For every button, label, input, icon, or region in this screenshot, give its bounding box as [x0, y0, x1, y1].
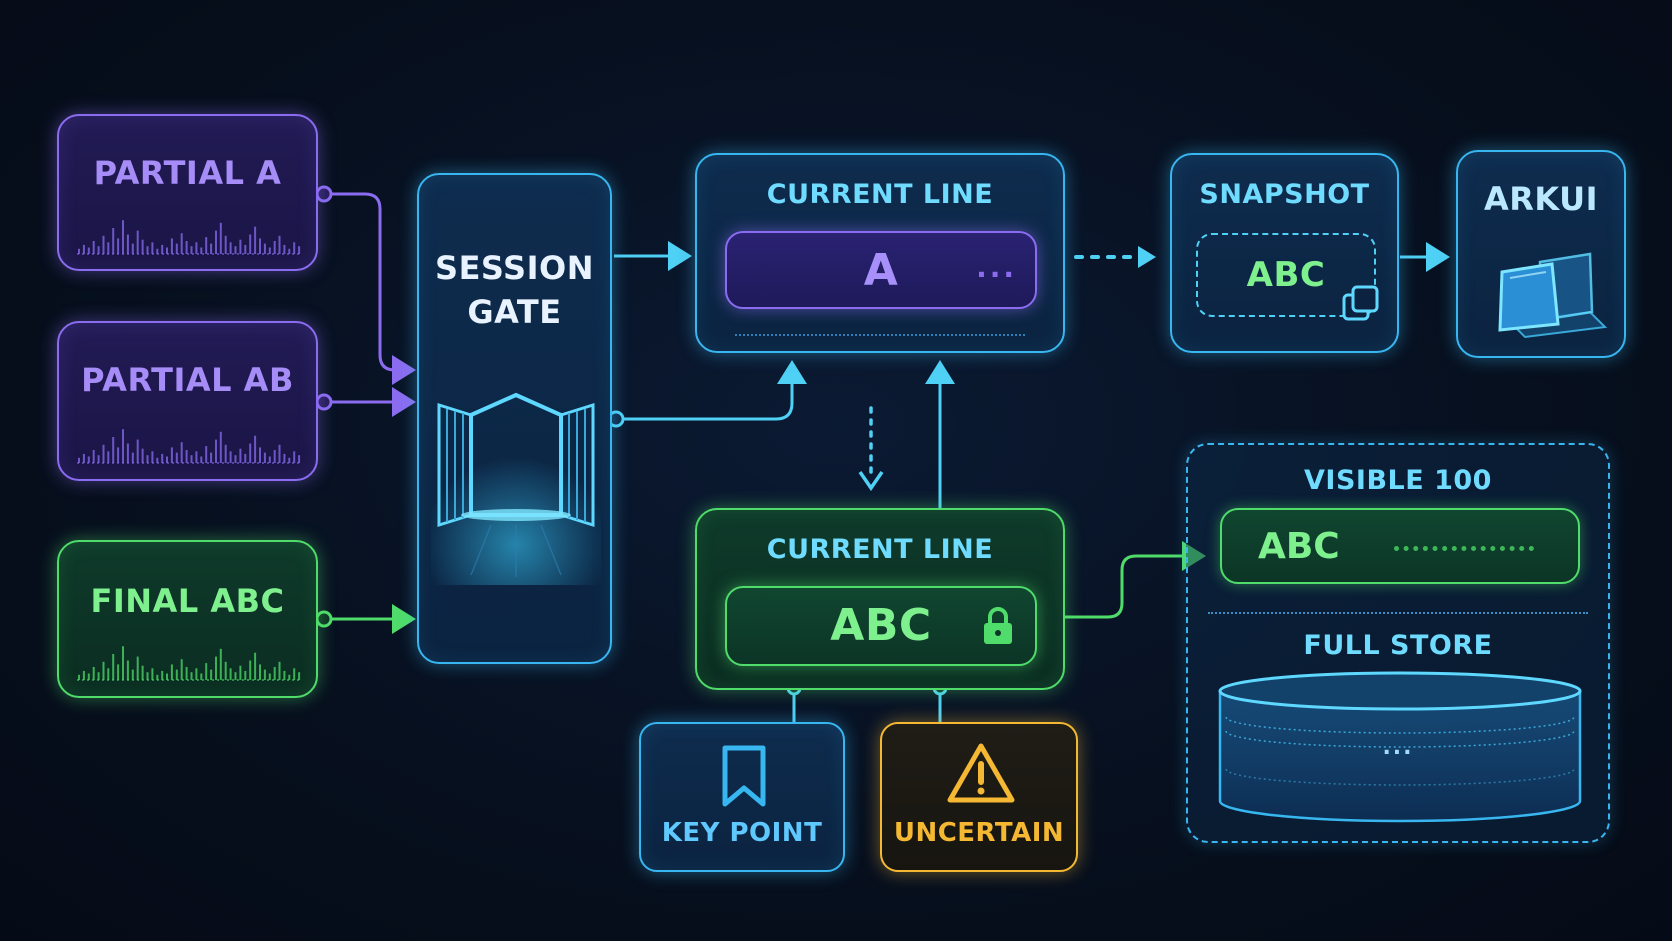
visible-100-pill: ABC — [1220, 508, 1580, 584]
database-icon — [1218, 671, 1582, 823]
arrow-current-to-committed-dotted — [858, 406, 884, 492]
current-line-committed-title: CURRENT LINE — [766, 534, 994, 565]
key-point-node: KEY POINT — [639, 722, 845, 872]
current-line-top-more: ... — [976, 251, 1017, 284]
full-store-more: ... — [1382, 735, 1414, 760]
snapshot-value-frame: ABC — [1196, 233, 1376, 317]
final-abc-label: FINAL ABC — [90, 582, 285, 620]
session-gate-label-line1: SESSION — [435, 249, 594, 287]
arkui-title: ARKUI — [1483, 180, 1599, 218]
bookmark-icon — [722, 745, 766, 807]
visible-100-value: ABC — [1258, 526, 1340, 567]
gate-icon — [431, 392, 601, 585]
session-gate-label-line2: GATE — [467, 293, 562, 331]
partial-a-label: PARTIAL A — [93, 154, 282, 192]
current-line-top-value: A — [863, 245, 899, 296]
session-gate-node: SESSION GATE — [417, 173, 612, 664]
current-line-committed-value-pill: ABC — [725, 586, 1037, 666]
partial-a-node: PARTIAL A — [57, 114, 318, 271]
arrow-partial-a-to-gate — [315, 185, 416, 385]
waveform-icon — [77, 429, 302, 464]
current-line-top-divider — [735, 334, 1025, 336]
current-line-top-title: CURRENT LINE — [766, 179, 994, 210]
full-store-title: FULL STORE — [1303, 630, 1493, 661]
warning-icon — [947, 743, 1015, 803]
current-line-top-value-pill: A ... — [725, 231, 1037, 309]
snapshot-node: SNAPSHOT ABC — [1170, 153, 1399, 353]
arrow-committed-to-store — [1064, 541, 1206, 619]
arrow-current-to-snapshot-dotted — [1074, 246, 1156, 268]
arrow-gate-bypass-to-current-line — [607, 360, 807, 428]
current-line-top-node: CURRENT LINE A ... — [695, 153, 1065, 353]
arrow-final-abc-to-gate — [315, 604, 416, 634]
final-abc-node: FINAL ABC — [57, 540, 318, 698]
arkui-node: ARKUI — [1456, 150, 1626, 358]
snapshot-title: SNAPSHOT — [1199, 179, 1370, 210]
arrow-partial-ab-to-gate — [315, 387, 416, 417]
partial-ab-label: PARTIAL AB — [81, 361, 294, 399]
stacked-panels-icon — [1498, 252, 1608, 339]
waveform-icon — [77, 646, 302, 681]
current-line-committed-value: ABC — [830, 600, 932, 651]
visible-100-title: VISIBLE 100 — [1304, 465, 1492, 496]
uncertain-node: UNCERTAIN — [880, 722, 1078, 872]
copy-icon — [1342, 285, 1379, 321]
key-point-label: KEY POINT — [661, 818, 823, 848]
uncertain-label: UNCERTAIN — [893, 818, 1065, 848]
visible-100-dots — [1394, 546, 1534, 551]
lock-icon — [984, 607, 1012, 644]
snapshot-value: ABC — [1246, 255, 1326, 295]
partial-ab-node: PARTIAL AB — [57, 321, 318, 481]
store-container: VISIBLE 100 ABC FULL STORE ... — [1186, 443, 1610, 843]
current-line-committed-node: CURRENT LINE ABC — [695, 508, 1065, 690]
store-divider — [1208, 612, 1588, 614]
waveform-icon — [77, 220, 302, 255]
